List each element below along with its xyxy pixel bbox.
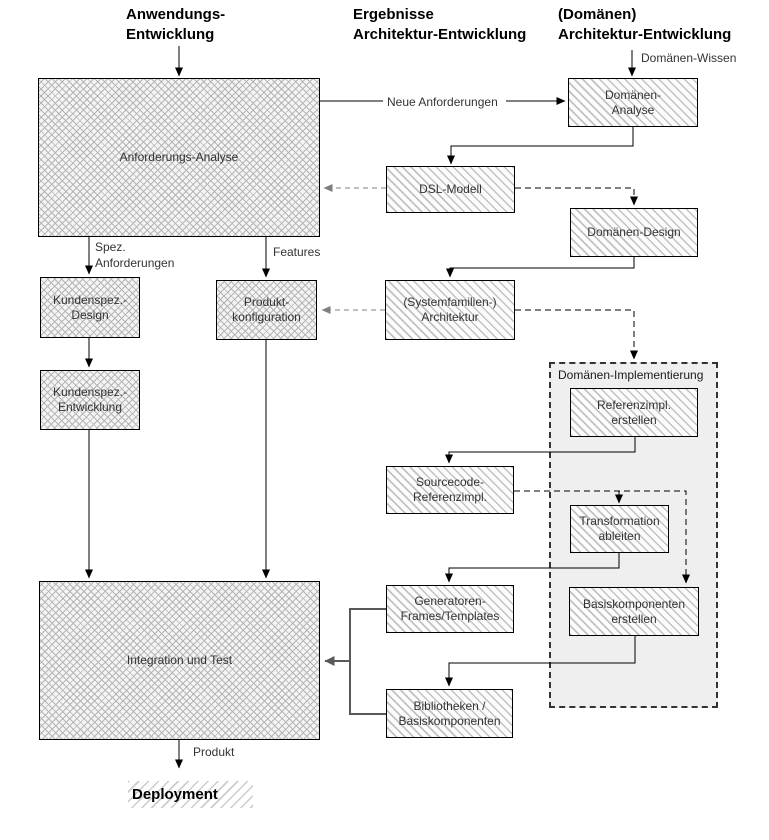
box-label: Basiskomponenten (398, 713, 501, 728)
box-label: Entwicklung (57, 400, 123, 414)
box-label: Referenzimpl. (596, 397, 672, 412)
label-neue-anforderungen: Neue Anforderungen (387, 95, 498, 109)
box-kundenspez-entwicklung: Kundenspez.- Entwicklung (40, 370, 140, 430)
heading-domaenen-architektur: (Domänen) Architektur-Entwicklung (558, 5, 731, 45)
box-systemfamilien-architektur: (Systemfamilien-) Architektur (385, 280, 515, 340)
edge-dsl-to-domaenen-design (515, 187, 638, 206)
deployment-text: Deployment (132, 786, 218, 803)
box-label: Sourcecode- (415, 475, 485, 489)
box-label: Design (71, 307, 109, 322)
label-line: Anforderungen (95, 256, 175, 270)
box-domaenen-analyse: Domänen- Analyse (568, 78, 698, 127)
box-sourcecode-referenzimpl: Sourcecode- Referenzimpl. (386, 466, 514, 514)
box-label: erstellen (611, 611, 657, 626)
box-label: (Systemfamilien-) (403, 295, 497, 309)
box-label: Transformation (579, 514, 660, 528)
edge-architektur-to-implementierung (515, 309, 638, 360)
heading-line: Architektur-Entwicklung (558, 26, 732, 43)
box-label: Architektur (421, 310, 479, 324)
box-label: Bibliotheken / (413, 698, 486, 713)
box-generatoren-frames-templates: Generatoren- Frames/Templates (386, 585, 514, 633)
box-label: Produkt- (243, 295, 290, 309)
box-basiskomponenten-erstellen: Basiskomponenten erstellen (569, 587, 699, 636)
label-line: Spez. (95, 240, 126, 254)
box-domaenen-design: Domänen-Design (570, 208, 698, 257)
box-dsl-modell: DSL-Modell (386, 166, 515, 213)
box-label: Analyse (611, 102, 655, 117)
group-label: Domänen-Implementierung (558, 368, 704, 382)
box-label: ableiten (598, 529, 641, 543)
box-label: konfiguration (232, 310, 301, 324)
heading-line: (Domänen) (558, 6, 637, 23)
heading-line: Ergebnisse (353, 6, 434, 23)
heading-anwendungs-entwicklung: Anwendungs- Entwicklung (126, 5, 225, 45)
box-label: Integration und Test (126, 653, 233, 667)
edge-design-to-architektur (446, 257, 635, 278)
box-label: Frames/Templates (400, 609, 500, 623)
edge-analyse-to-dsl-modell (447, 127, 634, 165)
heading-line: Entwicklung (126, 26, 215, 43)
box-label: Referenzimpl. (412, 490, 488, 504)
heading-ergebnisse-architektur: Ergebnisse Architektur-Entwicklung (353, 5, 526, 45)
box-label: Kundenspez.- (52, 385, 128, 399)
box-label: erstellen (611, 412, 657, 427)
label-produkt: Produkt (193, 745, 235, 759)
box-label: Domänen- (604, 87, 662, 102)
box-label: Kundenspez.- (52, 292, 128, 307)
box-referenzimpl-erstellen: Referenzimpl. erstellen (570, 388, 698, 437)
box-bibliotheken-basiskomponenten: Bibliotheken / Basiskomponenten (386, 689, 513, 738)
box-anforderungs-analyse: Anforderungs-Analyse (38, 78, 320, 237)
label-domaenen-wissen: Domänen-Wissen (641, 51, 737, 65)
box-transformation-ableiten: Transformation ableiten (570, 505, 669, 553)
bracket-generatoren-bibliotheken (349, 608, 386, 715)
box-label: Anforderungs-Analyse (119, 150, 239, 164)
box-kundenspez-design: Kundenspez.- Design (40, 277, 140, 338)
heading-line: Anwendungs- (126, 6, 226, 23)
box-produktkonfiguration: Produkt- konfiguration (216, 280, 317, 340)
label-spez-anforderungen: Spez. Anforderungen (95, 239, 174, 271)
box-label: DSL-Modell (419, 182, 482, 196)
box-label: Generatoren- (414, 594, 486, 608)
box-label: Domänen-Design (587, 225, 681, 239)
box-integration-und-test: Integration und Test (39, 581, 320, 740)
box-label: Basiskomponenten (582, 596, 686, 611)
deployment-label: Deployment (128, 781, 253, 808)
heading-line: Architektur-Entwicklung (353, 26, 527, 43)
label-features: Features (273, 245, 321, 259)
